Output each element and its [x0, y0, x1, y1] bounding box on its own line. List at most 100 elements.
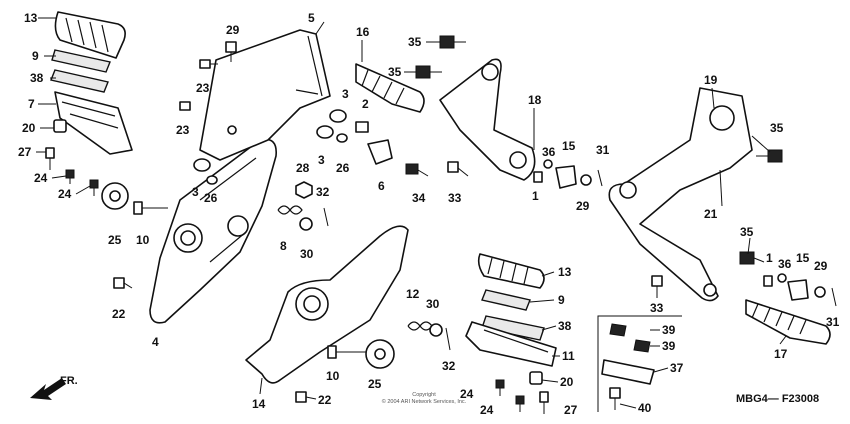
callout-16: 16 — [356, 25, 370, 39]
callout-13: 13 — [558, 265, 572, 279]
bolt-35d — [739, 251, 765, 265]
callout-1: 1 — [532, 189, 539, 203]
callout-11: 11 — [562, 349, 575, 363]
callout-31: 31 — [826, 315, 840, 329]
leader-lines — [36, 17, 787, 409]
callout-38: 38 — [558, 319, 572, 333]
bolt-20a — [53, 119, 67, 133]
callout-labels: 13 9 38 7 20 27 24 24 25 10 22 4 29 23 2… — [18, 11, 840, 417]
pin-32a — [323, 207, 329, 227]
callout-10: 10 — [326, 369, 340, 383]
pin-31a — [597, 169, 603, 187]
right-bracket-21 — [608, 87, 753, 302]
switch-15a — [555, 165, 577, 189]
lower-footpeg-plate-9 — [481, 289, 531, 311]
left-footpeg-rubber — [54, 11, 126, 59]
callout-20: 20 — [22, 121, 36, 135]
washer-30a — [299, 217, 313, 231]
callout-34: 34 — [412, 191, 426, 205]
bolt-24c — [495, 379, 505, 396]
lower-footpeg-11 — [465, 321, 557, 367]
callout-26: 26 — [336, 161, 350, 175]
pin-31b — [831, 287, 837, 307]
callout-2: 2 — [362, 97, 369, 111]
washer-29b — [580, 174, 592, 186]
callout-22: 22 — [318, 393, 332, 407]
callout-23: 23 — [176, 123, 190, 137]
callout-5: 5 — [308, 11, 315, 25]
pivot-25b — [365, 339, 395, 369]
nut-28 — [295, 181, 313, 199]
bolt-10a — [133, 201, 168, 215]
callout-30: 30 — [426, 297, 440, 311]
left-footpeg — [54, 91, 133, 155]
callout-6: 6 — [378, 179, 385, 193]
callout-8: 8 — [280, 239, 287, 253]
callout-1: 1 — [766, 251, 773, 265]
bolt-34 — [405, 163, 429, 177]
collar-3b — [316, 125, 334, 139]
bolt-29a — [225, 41, 237, 62]
bolt-35a — [439, 35, 466, 49]
callout-27: 27 — [564, 403, 578, 417]
washer-36a — [543, 159, 553, 169]
callout-17: 17 — [774, 347, 788, 361]
center-bracket-18 — [439, 58, 536, 181]
callout-7: 7 — [28, 97, 35, 111]
spring-8 — [277, 205, 303, 215]
callout-23: 23 — [196, 81, 210, 95]
collar-26b — [336, 133, 348, 143]
callout-39: 39 — [662, 339, 676, 353]
left-footpeg-plate — [50, 49, 111, 93]
callout-38: 38 — [30, 71, 44, 85]
callout-9: 9 — [558, 293, 565, 307]
bolt-24d — [515, 395, 525, 412]
spring-12 — [407, 321, 433, 331]
spring-1b — [763, 275, 773, 287]
callout-3: 3 — [342, 87, 349, 101]
copyright-line-2: © 2004 ARI Network Services, Inc. — [382, 398, 467, 405]
callout-19: 19 — [704, 73, 718, 87]
callout-26: 26 — [204, 191, 218, 205]
callout-18: 18 — [528, 93, 542, 107]
callout-12: 12 — [406, 287, 420, 301]
bolt-35b — [415, 65, 442, 79]
callout-15: 15 — [796, 251, 810, 265]
bolt-20b — [529, 371, 543, 385]
bolt-23a — [199, 59, 218, 69]
callout-4: 4 — [152, 335, 159, 349]
callout-25: 25 — [368, 377, 382, 391]
pin-32b — [445, 327, 451, 351]
bolt-35c — [756, 149, 783, 163]
callout-25: 25 — [108, 233, 122, 247]
bolt-22b — [295, 391, 317, 403]
bolt-22a — [113, 277, 133, 289]
callout-32: 32 — [442, 359, 456, 373]
bolt-24a — [65, 169, 75, 184]
bolt-33b — [651, 275, 663, 298]
callout-33: 33 — [650, 301, 664, 315]
callout-35: 35 — [388, 65, 402, 79]
callout-24: 24 — [460, 387, 474, 401]
right-footpeg-17 — [745, 299, 831, 345]
callout-32: 32 — [316, 185, 330, 199]
copyright-line-1: Copyright — [412, 392, 436, 398]
diagram-code: MBG4— F23008 — [736, 393, 819, 405]
switch-15b — [787, 279, 809, 301]
center-footpeg-16 — [355, 63, 425, 113]
direction-label: FR. — [60, 375, 78, 387]
washer-30b — [429, 323, 443, 337]
callout-30: 30 — [300, 247, 314, 261]
callout-29: 29 — [814, 259, 828, 273]
left-step-bracket — [149, 138, 277, 324]
callout-33: 33 — [448, 191, 462, 205]
callout-29: 29 — [226, 23, 240, 37]
callout-29: 29 — [576, 199, 590, 213]
bolt-23b — [179, 101, 191, 111]
collar-3c — [329, 109, 347, 123]
callout-10: 10 — [136, 233, 150, 247]
lower-footpeg-rubber-13 — [477, 253, 545, 289]
inset-box — [597, 315, 682, 412]
left-heel-guard — [199, 29, 331, 161]
